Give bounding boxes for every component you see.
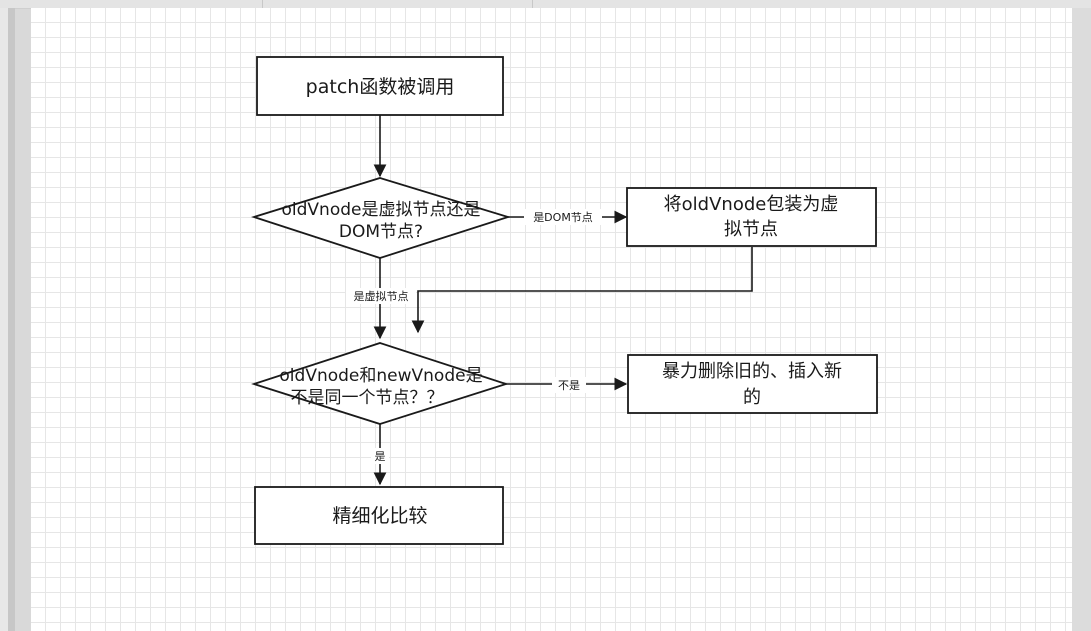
left-gutter	[0, 8, 15, 631]
diagram-canvas[interactable]	[31, 8, 1072, 631]
edge-label-not-same: 不是	[558, 379, 580, 392]
toolbar-segment	[262, 0, 533, 8]
edge-label-is-vnode: 是虚拟节点	[354, 289, 409, 303]
decision-same-node-line1: oldVnode和newVnode是	[279, 366, 482, 386]
scroll-strip	[8, 8, 15, 631]
toolbar-segment	[0, 0, 263, 8]
decision-is-vnode-line2: DOM节点?	[339, 222, 423, 242]
decision-is-vnode-line1: oldVnode是虚拟节点还是	[282, 200, 481, 220]
node-wrap-line1: 将oldVnode包装为虚	[664, 194, 839, 215]
node-replace-line2: 的	[743, 387, 761, 408]
node-fine-compare[interactable]: 精细化比较	[254, 486, 504, 545]
node-replace[interactable]: 暴力删除旧的、插入新 的	[627, 354, 878, 414]
decision-same-node-line2: 不是同一个节点？？	[291, 388, 444, 408]
node-replace-line1: 暴力删除旧的、插入新	[662, 361, 842, 382]
edge-label-is-dom: 是DOM节点	[533, 211, 593, 224]
node-patch-called[interactable]: patch函数被调用	[256, 56, 504, 116]
node-wrap-line2: 拟节点	[724, 219, 778, 240]
decision-same-node[interactable]: oldVnode和newVnode是 不是同一个节点？？	[251, 342, 509, 425]
edge-label-same: 是	[375, 450, 386, 463]
edge-wrap-to-same	[411, 247, 753, 334]
node-fine-compare-label: 精细化比较	[332, 505, 427, 527]
right-margin	[1072, 8, 1091, 631]
decision-is-vnode[interactable]: oldVnode是虚拟节点还是 DOM节点?	[251, 177, 512, 259]
node-patch-called-label: patch函数被调用	[306, 76, 455, 98]
node-wrap-vnode[interactable]: 将oldVnode包装为虚 拟节点	[626, 187, 877, 247]
